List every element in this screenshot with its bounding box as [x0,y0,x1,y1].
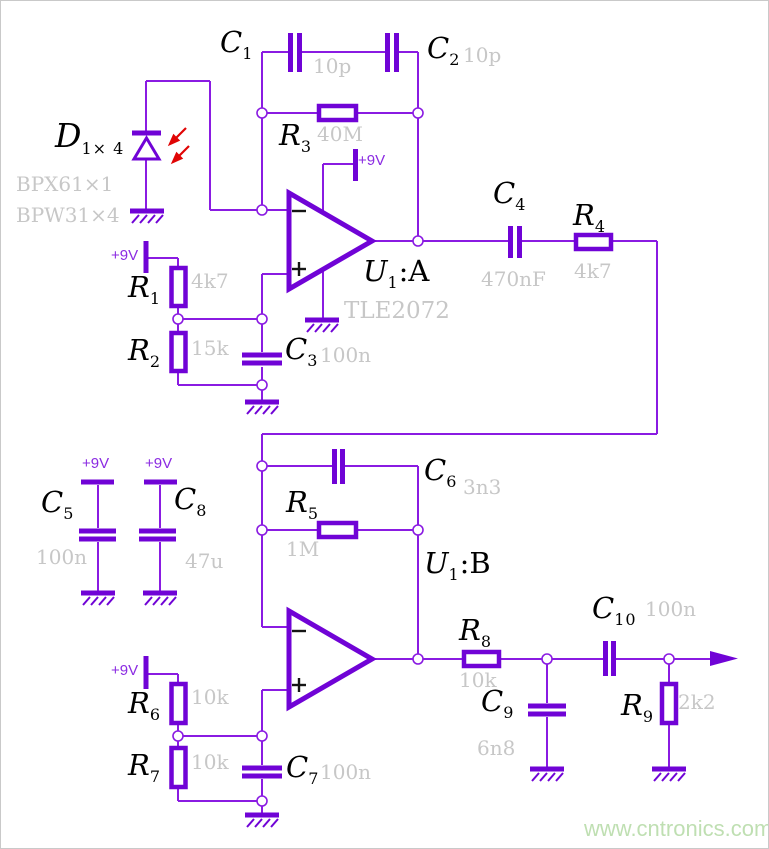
value-r8: 10k [459,668,497,692]
value-r6: 10k [191,685,229,709]
label-r6: R6 [128,686,162,724]
label-c2: C2 [427,31,461,69]
node-junctions [172,107,675,807]
value-c3: 100n [320,343,372,367]
output-arrow-icon [710,651,738,666]
ground-icon [81,593,115,605]
watermark: www.cntronics.com [584,816,769,841]
label-c5: C5 [41,485,75,523]
value-c7: 100n [320,760,372,784]
power-rail-bars [81,149,358,689]
label-r8: R8 [459,613,493,651]
ground-icon [143,593,177,605]
value-c8: 47u [185,549,224,573]
wires [97,51,711,815]
model-d1-1: BPX61×1 [16,172,114,196]
value-c1: 10p [313,54,352,78]
ground-icon [245,402,279,414]
power-label-r6: +9V [111,662,139,679]
value-r2: 15k [191,336,229,360]
label-r9: R9 [621,688,655,726]
label-c3: C3 [285,332,319,370]
label-r5: R5 [286,485,320,523]
value-r7: 10k [191,750,229,774]
label-c1: C1 [220,25,254,63]
value-r5: 1M [286,537,320,561]
ground-icon [130,211,164,223]
capacitor-symbols [79,33,616,779]
ground-icon [245,815,279,827]
power-label-r1: +9V [111,247,139,264]
ground-icon [652,769,686,781]
label-r2: R2 [128,333,162,371]
label-r4: R4 [573,198,607,236]
value-r4: 4k7 [574,259,612,283]
value-c5: 100n [36,545,88,569]
value-c9: 6n8 [477,736,516,760]
label-c9: C9 [481,684,515,722]
label-r1: R1 [128,270,162,308]
value-c2: 10p [463,43,502,67]
label-d1: D1× 4 [55,116,125,158]
value-c4: 470nF [481,267,546,291]
power-label-c8: +9V [145,455,173,472]
label-u1a: U1:A [363,254,430,292]
photodiode-symbol [131,130,162,161]
opamp-a-symbol [286,188,377,294]
power-label-opamp-a: +9V [358,152,386,169]
value-c10: 100n [645,597,697,621]
ground-icon [530,769,564,781]
label-r7: R7 [128,748,162,786]
value-c6: 3n3 [463,475,502,499]
label-u1b: U1:B [424,546,491,584]
label-r3: R3 [279,118,313,156]
label-c10: C10 [592,591,637,629]
label-c6: C6 [424,453,458,491]
model-d1-2: BPW31×4 [16,203,120,227]
ground-icon [305,320,339,332]
opamp-b-symbol [286,606,377,712]
part-u1a: TLE2072 [344,298,450,324]
label-c8: C8 [174,482,208,520]
value-r9: 2k2 [678,690,716,714]
resistor-symbols [169,103,679,790]
value-r3: 40M [317,122,363,146]
value-r1: 4k7 [191,269,229,293]
power-label-c5: +9V [82,455,110,472]
label-c7: C7 [286,750,320,788]
light-arrows-icon [167,127,190,165]
label-c4: C4 [493,176,527,214]
